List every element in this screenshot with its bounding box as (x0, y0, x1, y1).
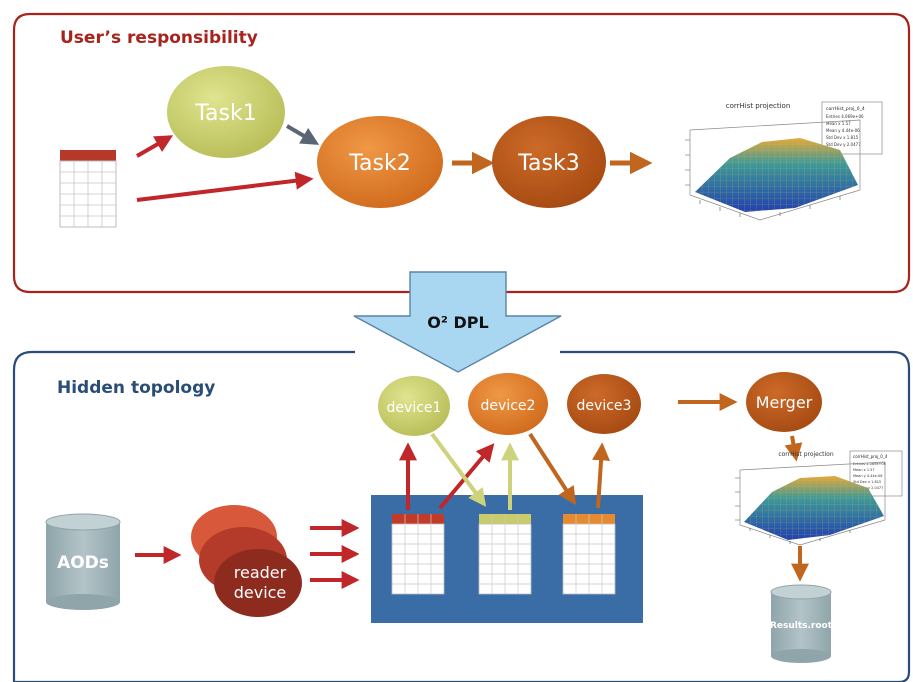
device1-label: device1 (387, 400, 442, 416)
device2-node (468, 373, 548, 435)
arrow-table-to-task1 (136, 135, 174, 158)
device2-label: device2 (481, 398, 536, 414)
bottom-plot-ticks (735, 477, 851, 544)
top-panel: User’s responsibility Task1 Task2 Task3 … (12, 12, 911, 294)
top-plot-title: corrHist projection (726, 102, 791, 110)
top-plot-ticks (685, 139, 841, 217)
table-red (391, 514, 445, 595)
top-plot-stat-line: Mean x 1.57 (826, 121, 851, 126)
bottom-plot-stat-line: Entries 4.069e+06 (853, 462, 886, 466)
top-plot-stat-line: Std Dev y 2.0477 (826, 142, 861, 147)
merger-node (746, 372, 822, 432)
arrow-device1-to-green-table (430, 432, 487, 507)
bottom-plot-stats-header: corrHist_proj_0_4 (853, 454, 888, 459)
bottom-panel-title: Hidden topology (57, 378, 215, 398)
aods-label: AODs (57, 553, 109, 573)
input-table-icon (59, 150, 117, 228)
arrow-device2-to-orange-table (528, 432, 576, 506)
results-cylinder: Results.root (770, 584, 833, 663)
task3-label: Task3 (517, 151, 579, 176)
top-result-plot: corrHist projection corrHist_proj_0_4 En… (685, 101, 883, 221)
arrow-merger-to-plot (784, 435, 803, 462)
task2-label: Task2 (348, 151, 410, 176)
top-plot-stat-line: Mean y 4.44e-06 (826, 128, 860, 133)
results-label: Results.root (770, 621, 833, 631)
top-panel-title: User’s responsibility (60, 28, 258, 48)
bottom-plot-stat-line: Mean y 4.44e-06 (853, 474, 883, 478)
top-plot-stat-line: Std Dev x 1.815 (826, 135, 859, 140)
arrow-task1-to-task2 (285, 124, 320, 145)
reader-device-label-line1: reader (234, 563, 287, 582)
dpl-transform-arrow: O² DPL (353, 271, 562, 373)
task1-label: Task1 (194, 101, 256, 126)
bottom-plot-stat-line: Mean x 1.57 (853, 468, 875, 472)
aods-cylinder: AODs (45, 513, 121, 610)
table-green (478, 514, 532, 595)
top-plot-stats-header: corrHist_proj_0_4 (826, 106, 865, 112)
bottom-panel: Hidden topology AODs reader device (12, 350, 911, 682)
device3-node (567, 374, 641, 434)
top-plot-surface-grid (695, 138, 858, 212)
arrow-table-to-task2 (136, 171, 314, 202)
reader-device-label-line2: device (234, 583, 287, 602)
task2-node (317, 116, 443, 208)
merger-label: Merger (756, 393, 813, 412)
dpl-label: O² DPL (427, 313, 488, 332)
bottom-plot-title: corrHist projection (778, 451, 834, 458)
task1-node (167, 66, 285, 158)
bottom-panel-border (12, 350, 911, 682)
bottom-plot-surface-grid (744, 476, 884, 540)
device1-node (378, 376, 450, 436)
reader-device-stack: reader device (191, 505, 302, 617)
reader-device-node (214, 549, 302, 617)
arrow-orange-table-to-device3 (592, 442, 611, 509)
top-plot-stat-line: Entries 4.069e+06 (826, 114, 864, 119)
bottom-result-plot: corrHist projection corrHist_proj_0_4 En… (735, 450, 903, 546)
task3-node (492, 116, 606, 208)
bottom-plot-stat-line: Std Dev y 2.0477 (853, 486, 883, 490)
table-orange (562, 514, 616, 595)
device3-label: device3 (577, 398, 632, 414)
top-plot-stats-box (821, 101, 883, 155)
bottom-plot-stat-line: Std Dev x 1.815 (853, 480, 881, 484)
